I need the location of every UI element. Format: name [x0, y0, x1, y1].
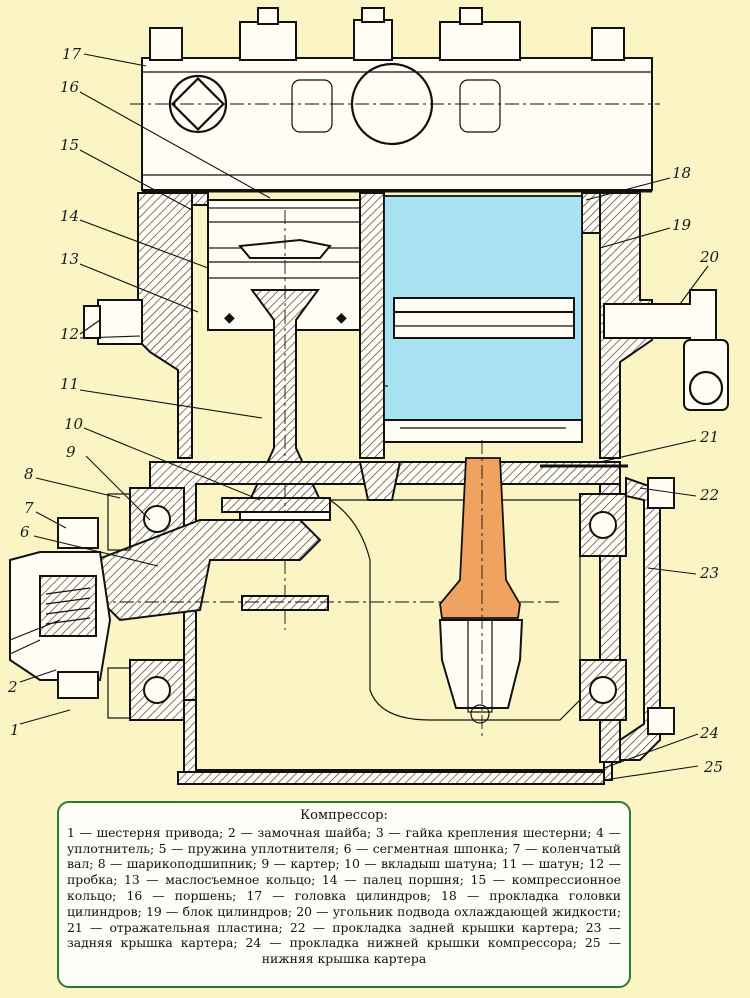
right-connecting-rod: [438, 440, 524, 740]
label-20: 20: [699, 248, 720, 266]
label-18: 18: [672, 164, 691, 182]
drive-gear-assembly: [9, 493, 131, 719]
label-21: 21: [699, 428, 719, 446]
label-13: 13: [60, 250, 79, 268]
compressor-cross-section-drawing: ◆ ◆: [7, 7, 729, 785]
crankcase: [129, 461, 675, 785]
label-2: 2: [7, 678, 18, 696]
right-cylinder: [383, 195, 583, 443]
label-25: 25: [703, 758, 723, 776]
label-10: 10: [64, 415, 84, 433]
label-6: 6: [20, 523, 30, 541]
label-8: 8: [24, 465, 34, 483]
cylinder-head: [130, 7, 660, 191]
label-22: 22: [699, 486, 719, 504]
label-15: 15: [60, 136, 79, 154]
caption-box: Компрессор: 1 — шестерня привода; 2 — за…: [57, 801, 631, 988]
crankshaft: [20, 511, 560, 622]
label-11: 11: [60, 375, 79, 393]
label-24: 24: [699, 724, 719, 742]
caption-title: Компрессор:: [300, 808, 388, 823]
label-17: 17: [62, 45, 82, 63]
label-12: 12: [60, 325, 79, 343]
label-19: 19: [672, 216, 692, 234]
callout-numbers: 17 16 15 14 13 12 11 10 9 8 7 6 2 1 18 1…: [7, 45, 723, 776]
label-23: 23: [699, 564, 719, 582]
cylinder-block: [83, 192, 729, 459]
label-9: 9: [66, 443, 76, 461]
label-16: 16: [60, 78, 80, 96]
leader-lines: [9, 53, 709, 781]
label-14: 14: [60, 207, 79, 225]
svg-text:◆: ◆: [336, 310, 347, 326]
label-7: 7: [24, 499, 34, 517]
label-1: 1: [10, 721, 20, 739]
caption-legend-text: 1 — шестерня привода; 2 — замочная шайба…: [67, 824, 621, 967]
svg-text:◆: ◆: [224, 310, 235, 326]
